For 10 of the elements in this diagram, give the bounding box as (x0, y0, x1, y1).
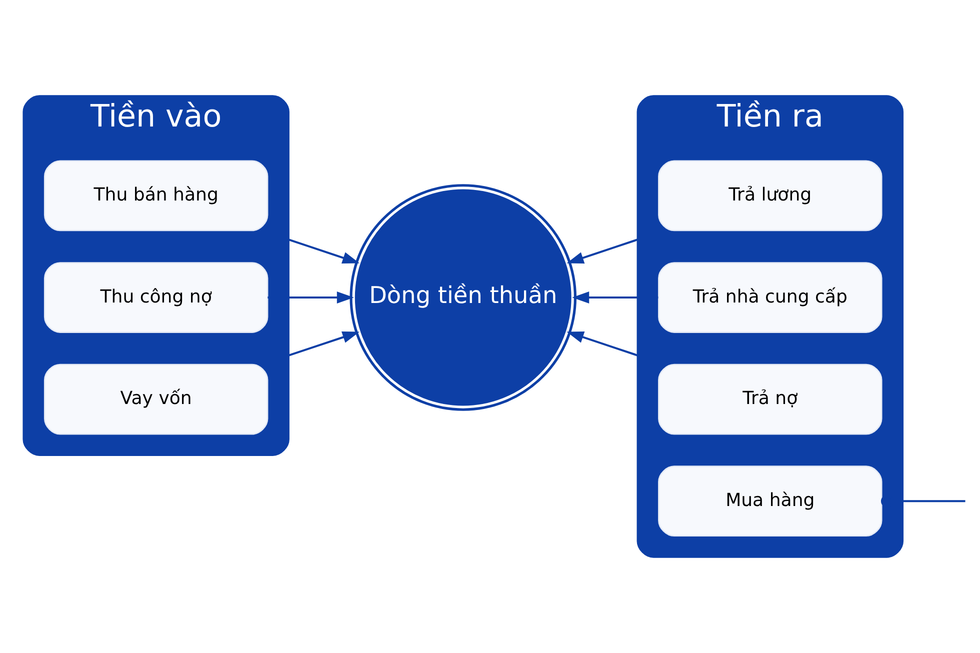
node-box: Trả nợ (658, 364, 882, 435)
node-box: Trả nhà cung cấp (658, 262, 882, 333)
node-box: Vay vốn (44, 364, 268, 435)
node-box: Trả lương (658, 160, 882, 232)
node-box: Mua hàng (658, 466, 882, 537)
arrow (572, 292, 658, 304)
node-box: Thu bán hàng (44, 160, 268, 232)
arrow (268, 292, 354, 304)
node-circle: Dòng tiền thuần (350, 184, 577, 411)
node-box: Thu công nợ (44, 262, 268, 333)
